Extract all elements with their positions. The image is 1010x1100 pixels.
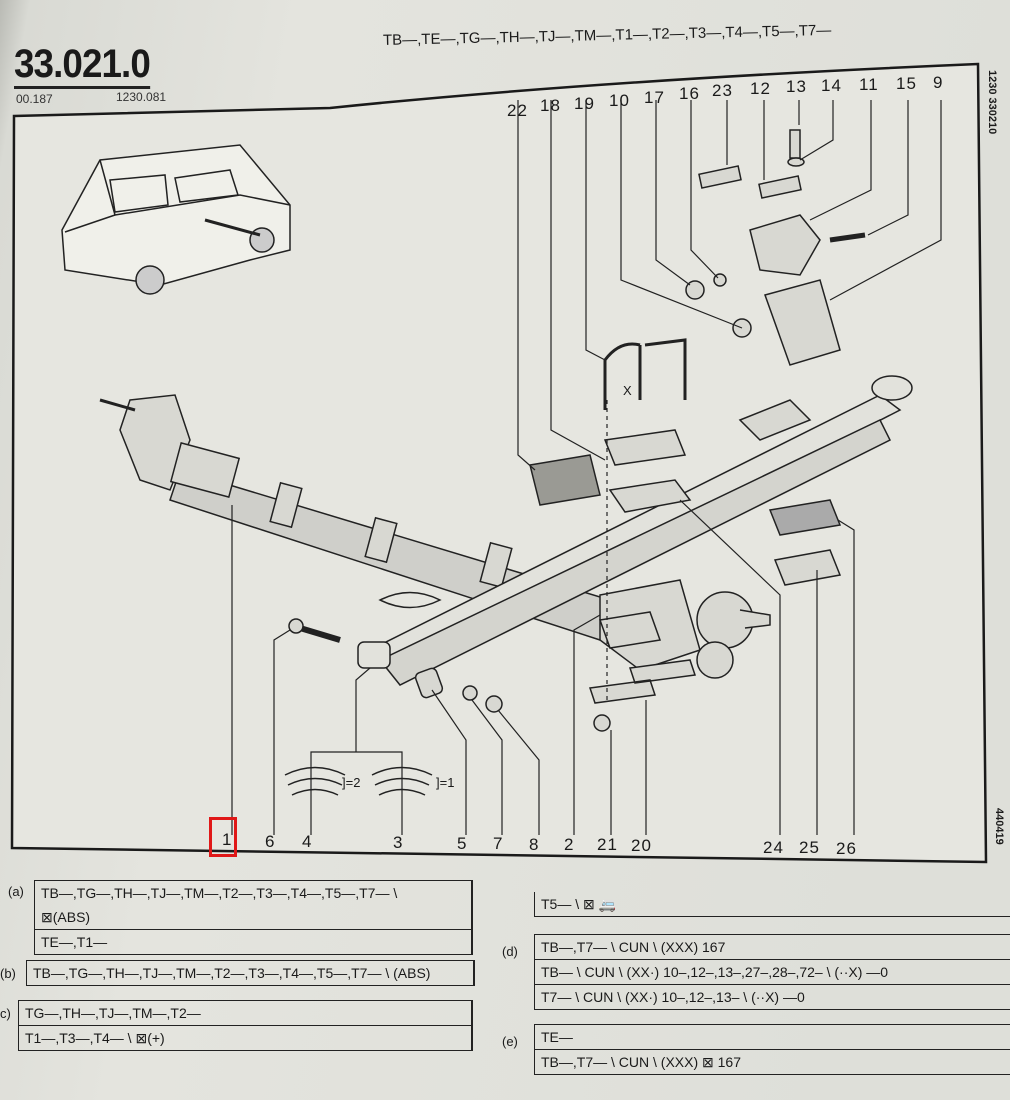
note-b: TB—,TG—,TH—,TJ—,TM—,T2—,T3—,T4—,T5—,T7— … [26, 960, 475, 986]
note-e: TE— TB—,T7— \ CUN \ (XXX) ⊠ 167 [534, 1024, 1010, 1075]
callout-17: 17 [644, 88, 665, 107]
spring-qty-b: ]=1 [436, 775, 455, 790]
callout-16: 16 [679, 84, 700, 103]
exploded-diagram [10, 62, 988, 864]
note-line: T7— \ CUN \ (XX·) 10–,12–,13– \ (··X) —0 [541, 989, 805, 1005]
callout-1: 1 [222, 830, 233, 849]
highlight-box [209, 817, 237, 857]
callout-6: 6 [265, 832, 276, 851]
spring-shackle-parts [284, 129, 866, 796]
note-b-label: (b) [0, 966, 16, 981]
note-line: ⊠(ABS) [35, 905, 471, 930]
note-d: TB—,T7— \ CUN \ (XXX) 167 TB— \ CUN \ (X… [534, 934, 1010, 1010]
callout-3: 3 [393, 833, 404, 852]
note-line: TB— \ CUN \ (XX·) 10–,12–,13–,27–,28–,72… [535, 960, 1010, 985]
callout-23: 23 [712, 81, 733, 100]
callout-7: 7 [493, 834, 504, 853]
callout-19: 19 [574, 94, 595, 113]
side-code-bottom: 440419 [993, 808, 1005, 845]
callout-24: 24 [763, 838, 784, 857]
callout-14: 14 [821, 76, 842, 95]
callout-22: 22 [507, 101, 528, 120]
note-e-label: (e) [502, 1034, 518, 1049]
callout-21: 21 [597, 835, 618, 854]
note-c-label: c) [0, 1006, 11, 1021]
callout-8: 8 [529, 835, 540, 854]
callout-4: 4 [302, 832, 313, 851]
callout-9: 9 [933, 73, 944, 92]
note-a: TB—,TG—,TH—,TJ—,TM—,T2—,T3—,T4—,T5—,T7— … [34, 880, 473, 955]
side-code-top: 1230 330210 [986, 70, 998, 135]
callout-5: 5 [457, 834, 468, 853]
note-d-label: (d) [502, 944, 518, 959]
note-line: TB—,TG—,TH—,TJ—,TM—,T2—,T3—,T4—,T5—,T7— … [33, 965, 431, 981]
leaf-spring [357, 375, 913, 686]
leader-lines [231, 100, 942, 835]
van-illustration [61, 144, 291, 295]
code-left: 00.187 [16, 92, 53, 106]
callout-13: 13 [786, 77, 807, 96]
note-line: T1—,T3—,T4— \ ⊠(+) [19, 1026, 471, 1051]
note-line: TG—,TH—,TJ—,TM—,T2— [19, 1001, 471, 1026]
code-right: 1230.081 [116, 90, 167, 104]
spring-qty-a: ]=2 [342, 775, 361, 790]
note-line: TE— [535, 1025, 1010, 1050]
note-line: TB—,TG—,TH—,TJ—,TM—,T2—,T3—,T4—,T5—,T7— … [41, 885, 398, 901]
callout-15: 15 [896, 74, 917, 93]
callout-20: 20 [631, 836, 652, 855]
note-a-label: (a) [8, 884, 24, 899]
note-line: TB—,T7— \ CUN \ (XXX) 167 [535, 935, 1010, 960]
note-line: T5— \ ⊠ 🚐 [541, 896, 617, 912]
callout-11: 11 [859, 75, 879, 94]
section-reference: 33.021.0 [14, 42, 151, 89]
callout-10: 10 [609, 91, 630, 110]
note-c: TG—,TH—,TJ—,TM—,T2— T1—,T3—,T4— \ ⊠(+) [18, 1000, 473, 1051]
diagram-frame [10, 62, 988, 864]
callout-18: 18 [540, 96, 561, 115]
callout-2: 2 [564, 835, 575, 854]
note-t5: T5— \ ⊠ 🚐 [534, 892, 1010, 917]
ubolt-dimension: X [623, 383, 632, 398]
note-line: TE—,T1— [41, 934, 108, 950]
callout-25: 25 [799, 838, 820, 857]
callout-12: 12 [750, 79, 771, 98]
callout-26: 26 [836, 839, 857, 858]
note-line: TB—,T7— \ CUN \ (XXX) ⊠ 167 [541, 1054, 741, 1070]
